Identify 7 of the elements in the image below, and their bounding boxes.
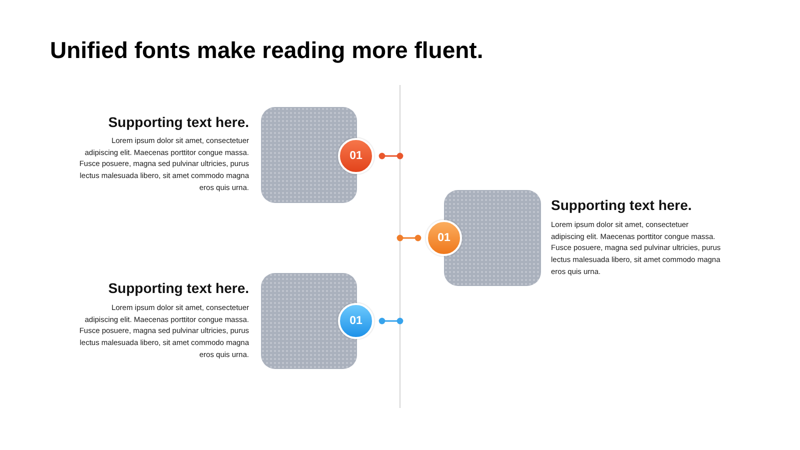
number-badge: 01 (338, 303, 374, 339)
heading: Supporting text here. (551, 197, 692, 213)
number-badge: 01 (338, 138, 374, 174)
heading: Supporting text here. (108, 114, 249, 130)
heading: Supporting text here. (108, 280, 249, 296)
number-badge: 01 (426, 220, 462, 256)
title: Unified fonts make reading more fluent. (50, 37, 484, 63)
